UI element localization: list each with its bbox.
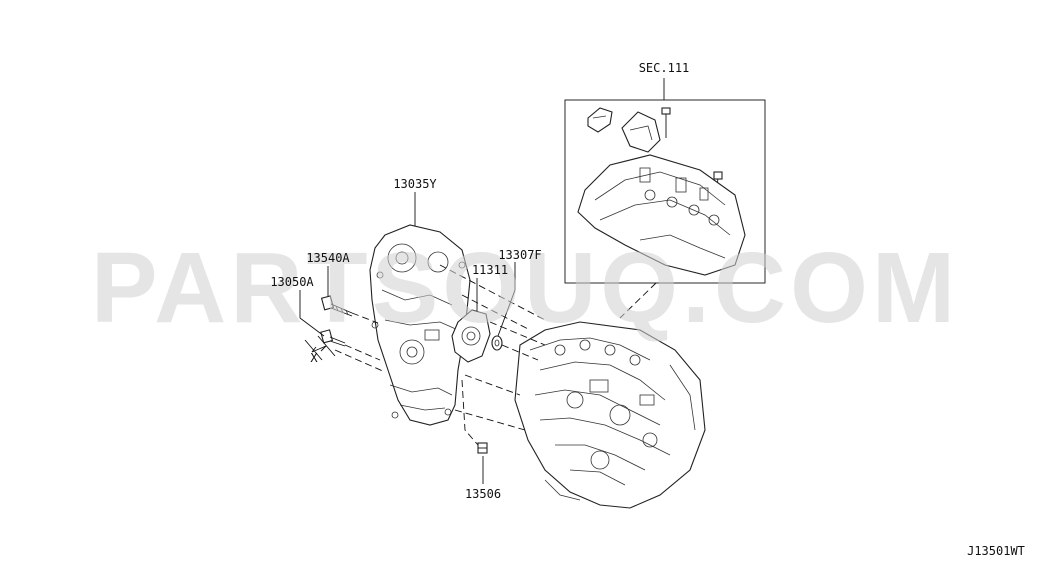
engine-block [514,321,706,509]
label-o-ring[interactable]: 13307F [498,248,541,262]
bolt-upper [320,295,353,317]
plug [477,442,488,454]
label-seal-plate[interactable]: 11311 [472,263,508,277]
label-plug[interactable]: 13506 [465,487,501,501]
label-section-ref[interactable]: SEC.111 [639,61,690,75]
leader-lines [299,192,516,484]
assembly-lines [334,264,546,446]
label-dimension-x: X [310,351,318,365]
bolt-lower [320,329,346,347]
box-to-engine-line [619,282,657,319]
label-front-cover[interactable]: 13035Y [393,177,437,191]
label-bolt-upper[interactable]: 13540A [306,251,350,265]
watermark-text: PARTSOUQ.COM [91,232,959,344]
front-cover [369,224,471,426]
label-bolt-lower[interactable]: 13050A [270,275,314,289]
section-111-box [564,78,766,284]
o-ring [491,335,503,351]
diagram-code: J13501WT [967,544,1025,558]
dimension-x [304,335,336,361]
